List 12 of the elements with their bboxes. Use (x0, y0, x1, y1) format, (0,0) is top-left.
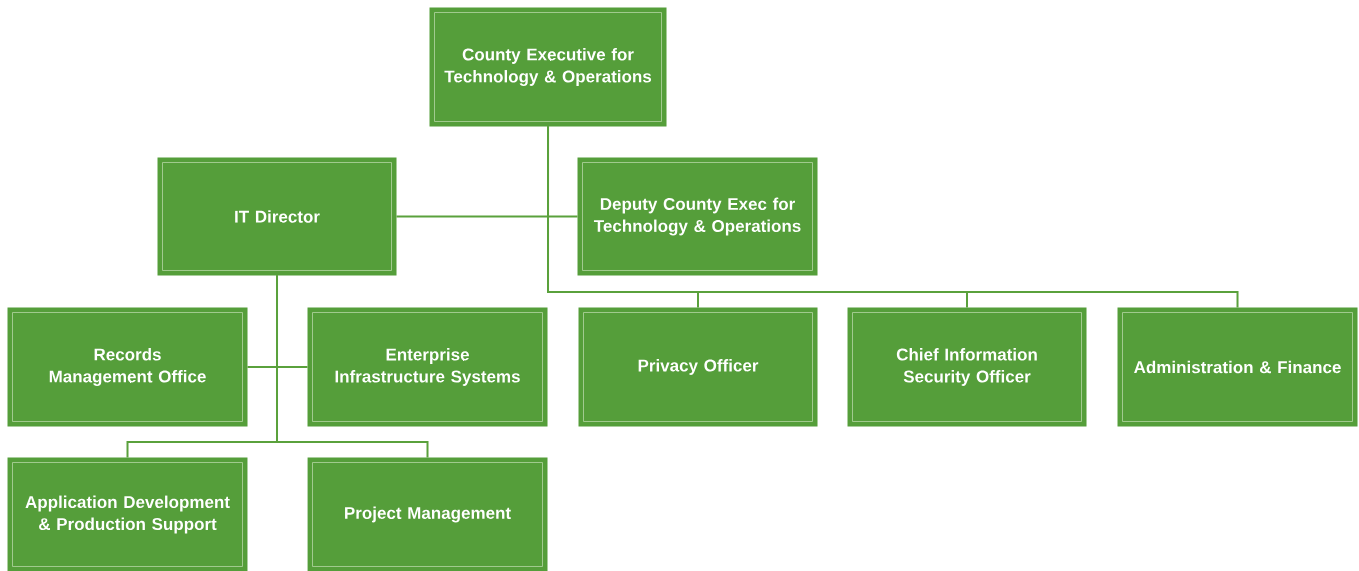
org-box: Deputy County Exec for Technology & Operations (577, 157, 818, 276)
org-box: Enterprise Infrastructure Systems (307, 307, 548, 427)
org-box: Application Development & Production Support (7, 457, 248, 571)
org-box: Privacy Officer (578, 307, 818, 427)
connector-line (276, 274, 429, 459)
org-box: Administration & Finance (1117, 307, 1358, 427)
org-box: IT Director (157, 157, 397, 276)
org-box: County Executive for Technology & Operations (429, 7, 667, 127)
org-box: Records Management Office (7, 307, 248, 427)
connector-line (547, 125, 1239, 309)
org-box: Chief Information Security Officer (847, 307, 1087, 427)
org-box: Project Management (307, 457, 548, 571)
